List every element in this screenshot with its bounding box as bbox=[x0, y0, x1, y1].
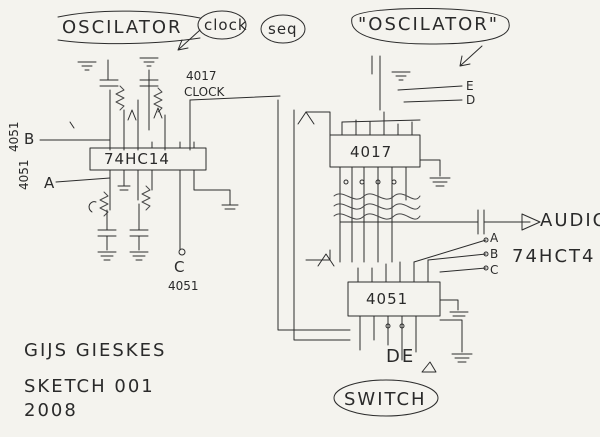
chip-74hc14-label: 74HC14 bbox=[104, 150, 170, 168]
switch-label: SWITCH bbox=[344, 389, 427, 410]
clock-4017-label-1: 4017 bbox=[186, 69, 217, 83]
pin-a: A bbox=[44, 174, 55, 192]
switch-bubble bbox=[333, 379, 439, 417]
pin-a-4051: 4051 bbox=[17, 159, 31, 190]
pin-c: C bbox=[174, 258, 185, 276]
pin-b-4051: 4051 bbox=[7, 121, 21, 152]
switch-arrow bbox=[421, 361, 437, 373]
audio-arrow bbox=[521, 213, 541, 231]
sketch-label: SKETCH 001 bbox=[24, 376, 155, 397]
right-oscillator-label: "OSCILATOR" bbox=[358, 14, 499, 35]
pin-c-4051: 4051 bbox=[168, 279, 199, 293]
chip-4051 bbox=[347, 281, 441, 317]
abc-c: C bbox=[490, 263, 498, 277]
clock-label: clock bbox=[204, 16, 248, 34]
left-oscillator-label: OSCILATOR bbox=[62, 17, 183, 38]
chip-4051-label: 4051 bbox=[366, 290, 408, 308]
abc-b: B bbox=[490, 247, 498, 261]
year-label: 2008 bbox=[24, 400, 78, 421]
oscillator-arrow bbox=[459, 45, 483, 67]
author-name: GIJS GIESKES bbox=[24, 340, 166, 361]
clock-4017-label-2: CLOCK bbox=[184, 85, 225, 99]
pin-e: E bbox=[466, 79, 474, 93]
chip-4017-label: 4017 bbox=[350, 143, 392, 161]
clock-arrow bbox=[177, 29, 201, 51]
de-label: DE bbox=[386, 346, 415, 367]
seq-oval bbox=[260, 14, 306, 44]
chip-74hct4-label: 74HCT4 bbox=[512, 246, 595, 267]
chip-4017 bbox=[329, 134, 421, 168]
seq-label: seq bbox=[268, 20, 298, 38]
abc-a: A bbox=[490, 231, 499, 245]
pin-c-node bbox=[178, 248, 186, 256]
pin-b: B bbox=[24, 130, 35, 148]
audio-label: AUDIO bbox=[540, 210, 600, 231]
chip-74hc14 bbox=[89, 147, 207, 171]
right-oscillator-bubble bbox=[351, 8, 510, 45]
pin-d: D bbox=[466, 93, 475, 107]
clock-oval bbox=[197, 10, 247, 40]
